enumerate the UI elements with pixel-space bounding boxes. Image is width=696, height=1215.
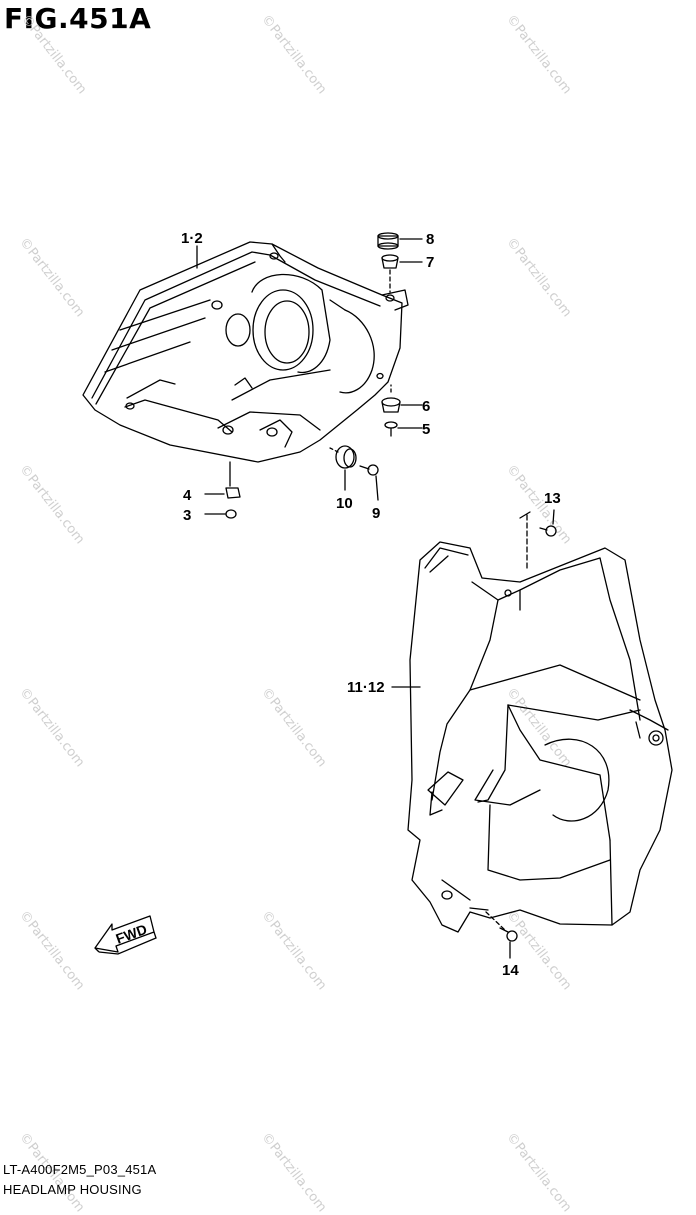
upper-headlamp-housing [82, 241, 409, 463]
lower-inner-cover [407, 541, 673, 933]
collar-7 [381, 254, 399, 269]
callout-9: 9 [372, 505, 380, 522]
callout-6: 6 [422, 398, 430, 415]
screw-3 [225, 509, 237, 519]
callout-3: 3 [183, 507, 191, 524]
collar-6 [381, 397, 401, 413]
screw-14 [499, 927, 518, 942]
callout-1-2: 1·2 [181, 230, 203, 247]
callout-4: 4 [183, 487, 192, 504]
callout-13: 13 [544, 490, 561, 507]
figure-caption: HEADLAMP HOUSING [3, 1182, 142, 1197]
figure-title: FIG.451A [4, 2, 152, 35]
callout-11-12: 11·12 [347, 679, 385, 696]
screw-5 [384, 421, 398, 437]
nut-4 [225, 487, 241, 499]
screw-9 [359, 464, 379, 476]
callout-14: 14 [502, 962, 519, 979]
fwd-arrow-icon: FWD [94, 915, 157, 955]
grommet-10 [335, 445, 357, 469]
model-code: LT-A400F2M5_P03_451A [3, 1162, 157, 1177]
grommet-8 [377, 232, 399, 250]
screw-13 [539, 525, 557, 537]
callout-10: 10 [336, 495, 353, 512]
callout-7: 7 [426, 254, 434, 271]
callout-5: 5 [422, 421, 430, 438]
callout-8: 8 [426, 231, 434, 248]
